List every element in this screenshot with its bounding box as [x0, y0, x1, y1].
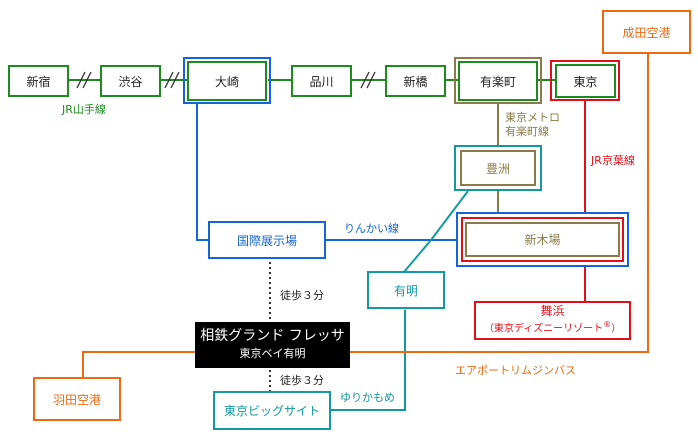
line-label-rinkai: りんかい線 [344, 222, 399, 235]
maihama-note: （東京ディズニーリゾート®） [484, 318, 621, 336]
tokyo-keiyo-frame [550, 60, 620, 101]
yurikamome-line [430, 190, 469, 241]
station-tokyo[interactable]: 東京 [555, 64, 616, 98]
line-label-keiyo: JR京葉線 [591, 154, 635, 167]
toyosu-inner: 豊洲 [460, 150, 536, 186]
yurikamome-line [331, 310, 406, 411]
yurakucho-metro-frame [454, 57, 542, 104]
station-narita-airport[interactable]: 成田空港 [602, 10, 691, 54]
station-haneda-airport[interactable]: 羽田空港 [33, 377, 121, 421]
station-label: 国際展示場 [236, 233, 297, 248]
station-shinagawa[interactable]: 品川 [291, 65, 352, 97]
station-maihama[interactable]: 舞浜 （東京ディズニーリゾート®） [474, 301, 631, 340]
rinkai-line [196, 104, 208, 241]
station-yurakucho[interactable]: 有楽町 [458, 61, 538, 101]
line-label-metro-2: 有楽町線 [505, 125, 549, 138]
station-label: 品川 [309, 74, 334, 89]
line-label-yamanote: JR山手線 [62, 103, 106, 116]
hotel-name: 相鉄グランド フレッサ [200, 328, 345, 344]
station-shibuya[interactable]: 渋谷 [100, 65, 161, 97]
station-label: 成田空港 [622, 25, 671, 40]
walk-label-lower: 徒歩３分 [280, 374, 324, 387]
station-label: 渋谷 [118, 74, 143, 89]
station-toyosu[interactable]: 豊洲 [454, 145, 542, 191]
station-label: 新木場 [524, 233, 561, 247]
station-label: 有楽町 [479, 74, 516, 89]
station-kokusai-tenjijo[interactable]: 国際展示場 [208, 221, 326, 259]
station-label: 東京 [573, 74, 598, 89]
walk-label-upper: 徒歩３分 [280, 289, 324, 302]
station-shinjuku[interactable]: 新宿 [8, 65, 69, 97]
station-label: 有明 [393, 283, 418, 298]
station-osaki[interactable]: 大崎 [187, 61, 267, 101]
maihama-note-text: （東京ディズニーリゾート [483, 323, 604, 335]
station-label: 大崎 [214, 74, 239, 89]
station-tokyo-big-sight[interactable]: 東京ビッグサイト [213, 391, 331, 430]
station-label: 豊洲 [485, 161, 510, 176]
line-label-yurikamome: ゆりかもめ [340, 391, 395, 404]
shinkiba-inner: 新木場 [465, 222, 620, 257]
station-label: 新宿 [26, 74, 51, 89]
osaki-rinkai-frame [183, 57, 271, 104]
hotel-sub: 東京ベイ有明 [239, 347, 306, 360]
maihama-note-close: ） [611, 323, 622, 335]
station-shinkiba[interactable]: 新木場 [456, 212, 629, 267]
break-mark [76, 71, 376, 89]
bus-route [82, 351, 195, 377]
registered-mark: ® [603, 320, 612, 330]
line-label-metro-1: 東京メトロ [505, 111, 560, 124]
yurikamome-line [403, 239, 432, 273]
station-ariake[interactable]: 有明 [367, 271, 445, 309]
station-label: 舞浜 [540, 304, 565, 319]
shinkiba-red-frame: 新木場 [461, 217, 624, 262]
station-label: 新橋 [403, 74, 428, 89]
bus-route [350, 54, 649, 353]
station-shimbashi[interactable]: 新橋 [385, 65, 446, 97]
hotel-sotetsu-fresa[interactable]: 相鉄グランド フレッサ 東京ベイ有明 [195, 322, 350, 368]
line-label-airport-bus: エアポートリムジンバス [455, 364, 576, 377]
station-label: 羽田空港 [52, 392, 101, 407]
station-label: 東京ビッグサイト [223, 404, 320, 418]
